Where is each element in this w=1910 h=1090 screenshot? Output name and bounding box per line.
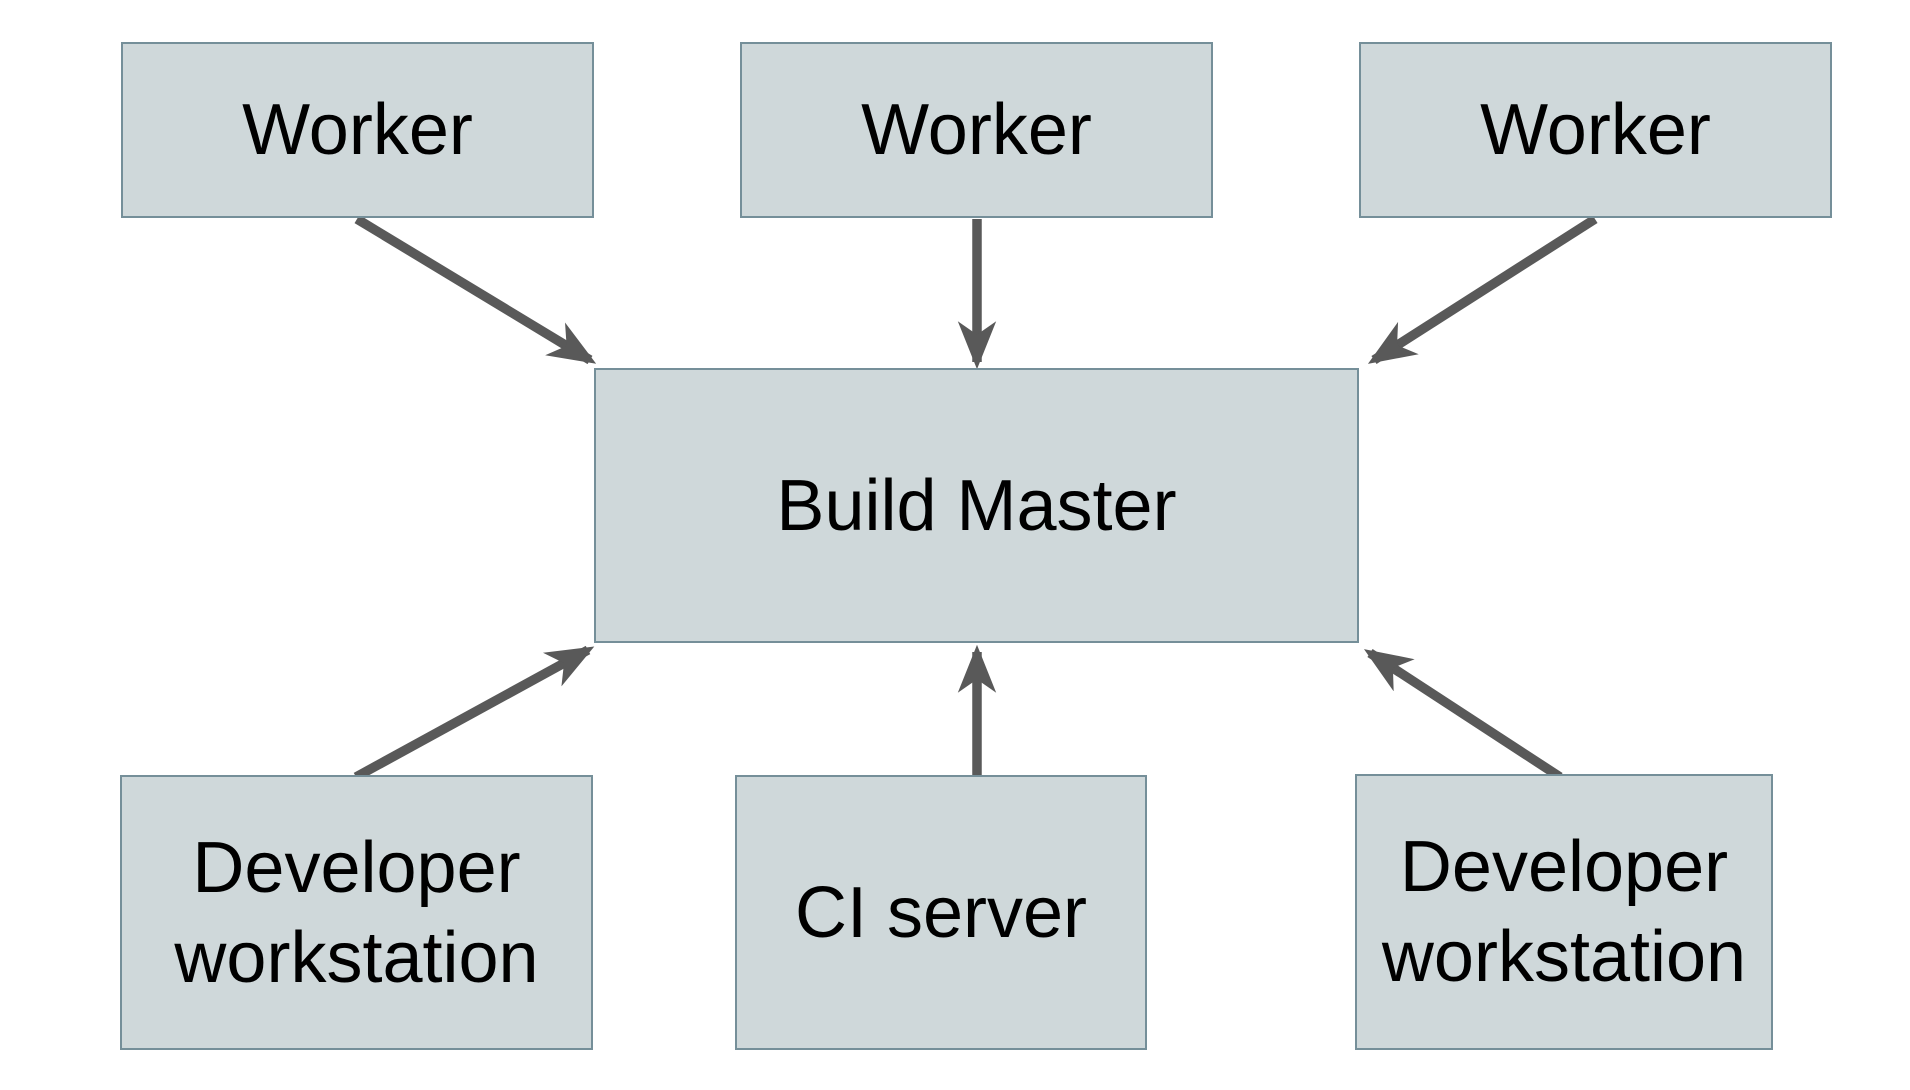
node-worker-3-label: Worker <box>1480 90 1711 170</box>
node-ci-server: CI server <box>735 775 1147 1050</box>
node-dev-workstation-right: Developer workstation <box>1355 774 1773 1050</box>
arrow-dev-workstation-right-to-build-master <box>1363 649 1563 781</box>
arrow-dev-workstation-left-to-build-master <box>353 645 595 782</box>
node-worker-3: Worker <box>1359 42 1832 218</box>
node-worker-1: Worker <box>121 42 594 218</box>
node-worker-2: Worker <box>740 42 1213 218</box>
node-dev-workstation-left: Developer workstation <box>120 775 593 1050</box>
node-build-master: Build Master <box>594 368 1359 643</box>
node-worker-1-label: Worker <box>242 90 473 170</box>
node-dev-workstation-left-label: Developer workstation <box>174 827 539 998</box>
arrow-worker-3-to-build-master <box>1367 214 1598 365</box>
node-dev-workstation-right-label: Developer workstation <box>1381 827 1747 997</box>
node-ci-server-label: CI server <box>794 872 1088 953</box>
node-build-master-label: Build Master <box>776 465 1177 546</box>
node-worker-2-label: Worker <box>861 90 1092 170</box>
arrow-worker-1-to-build-master <box>354 214 597 365</box>
